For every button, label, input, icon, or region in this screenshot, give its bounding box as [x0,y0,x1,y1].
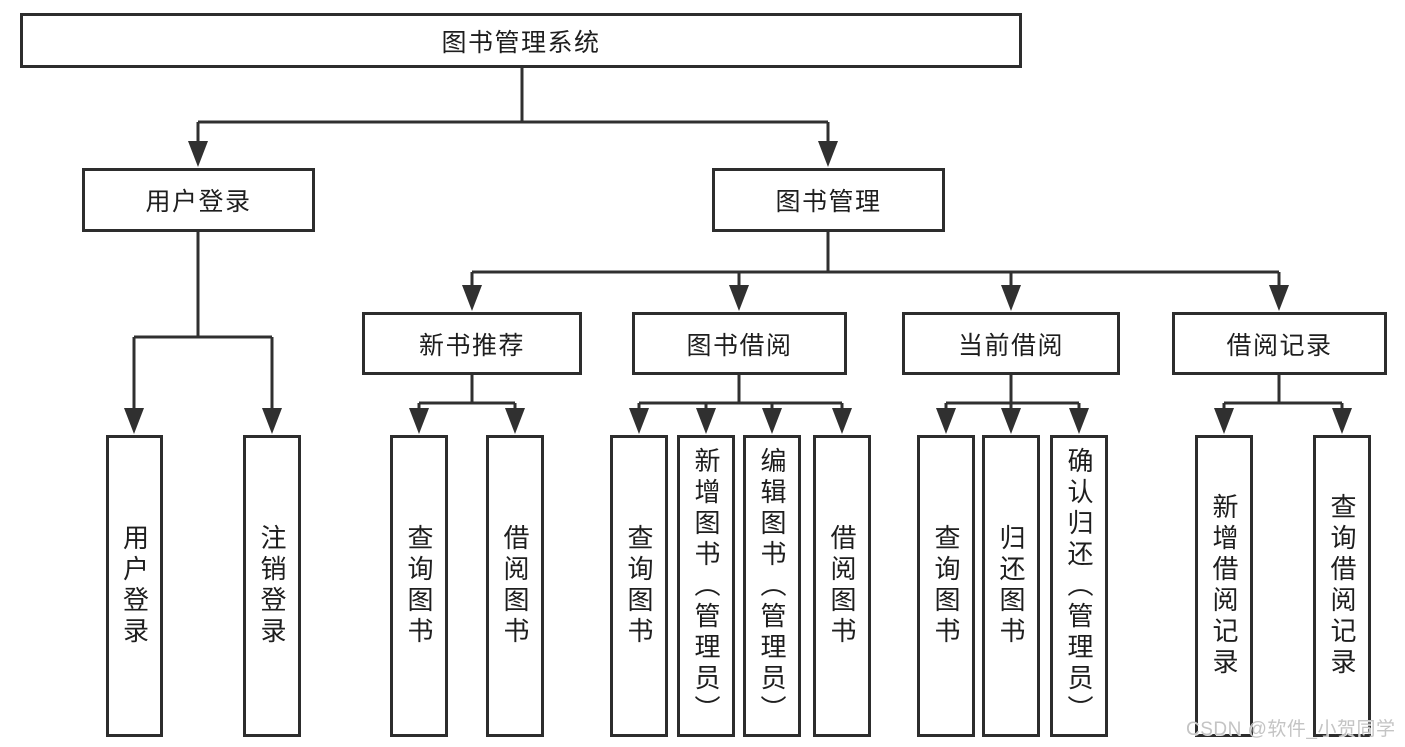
leaf-query-books-borrow-label: 查询图书 [624,524,654,648]
leaf-borrow-books-recommend-label: 借阅图书 [500,524,530,648]
leaf-add-books-admin-label: 新增图书（管理员） [691,446,721,726]
leaf-borrow-books-recommend: 借阅图书 [486,435,544,737]
node-library-system-label: 图书管理系统 [441,28,601,57]
node-book-borrow: 图书借阅 [632,312,847,375]
leaf-query-books-recommend-label: 查询图书 [404,524,434,648]
leaf-logout: 注销登录 [243,435,301,737]
node-user-login-label: 用户登录 [145,188,252,216]
node-current-borrow-label: 当前借阅 [957,331,1064,360]
node-book-management: 图书管理 [712,168,945,232]
leaf-user-login-label: 用户登录 [119,524,150,648]
node-library-system: 图书管理系统 [20,13,1022,68]
node-new-book-recommend: 新书推荐 [362,312,582,375]
leaf-confirm-return-admin: 确认归还（管理员） [1050,435,1108,737]
leaf-query-books-current-label: 查询图书 [931,524,961,648]
leaf-add-borrow-record: 新增借阅记录 [1195,435,1253,737]
node-borrow-records-label: 借阅记录 [1226,331,1333,360]
leaf-logout-label: 注销登录 [257,524,287,648]
leaf-query-borrow-record-label: 查询借阅记录 [1327,493,1357,679]
leaf-confirm-return-admin-label: 确认归还（管理员） [1064,446,1094,726]
leaf-query-books-recommend: 查询图书 [390,435,448,737]
arrowheads [124,141,1352,434]
leaf-query-books-current: 查询图书 [917,435,975,737]
leaf-return-books: 归还图书 [982,435,1040,737]
node-book-management-label: 图书管理 [775,188,882,216]
leaf-edit-books-admin-label: 编辑图书（管理员） [757,446,787,726]
leaf-add-books-admin: 新增图书（管理员） [677,435,735,737]
leaf-add-borrow-record-label: 新增借阅记录 [1209,493,1239,679]
leaf-return-books-label: 归还图书 [996,524,1026,648]
node-book-borrow-label: 图书借阅 [686,331,793,360]
leaf-user-login: 用户登录 [106,435,163,737]
leaf-borrow-books-label: 借阅图书 [827,524,857,648]
leaf-borrow-books: 借阅图书 [813,435,871,737]
leaf-query-borrow-record: 查询借阅记录 [1313,435,1371,737]
watermark: CSDN @软件_小贺同学 [1186,719,1396,740]
node-borrow-records: 借阅记录 [1172,312,1387,375]
leaf-query-books-borrow: 查询图书 [610,435,668,737]
node-new-book-recommend-label: 新书推荐 [418,331,525,360]
leaf-edit-books-admin: 编辑图书（管理员） [743,435,801,737]
node-current-borrow: 当前借阅 [902,312,1120,375]
node-user-login: 用户登录 [82,168,315,232]
